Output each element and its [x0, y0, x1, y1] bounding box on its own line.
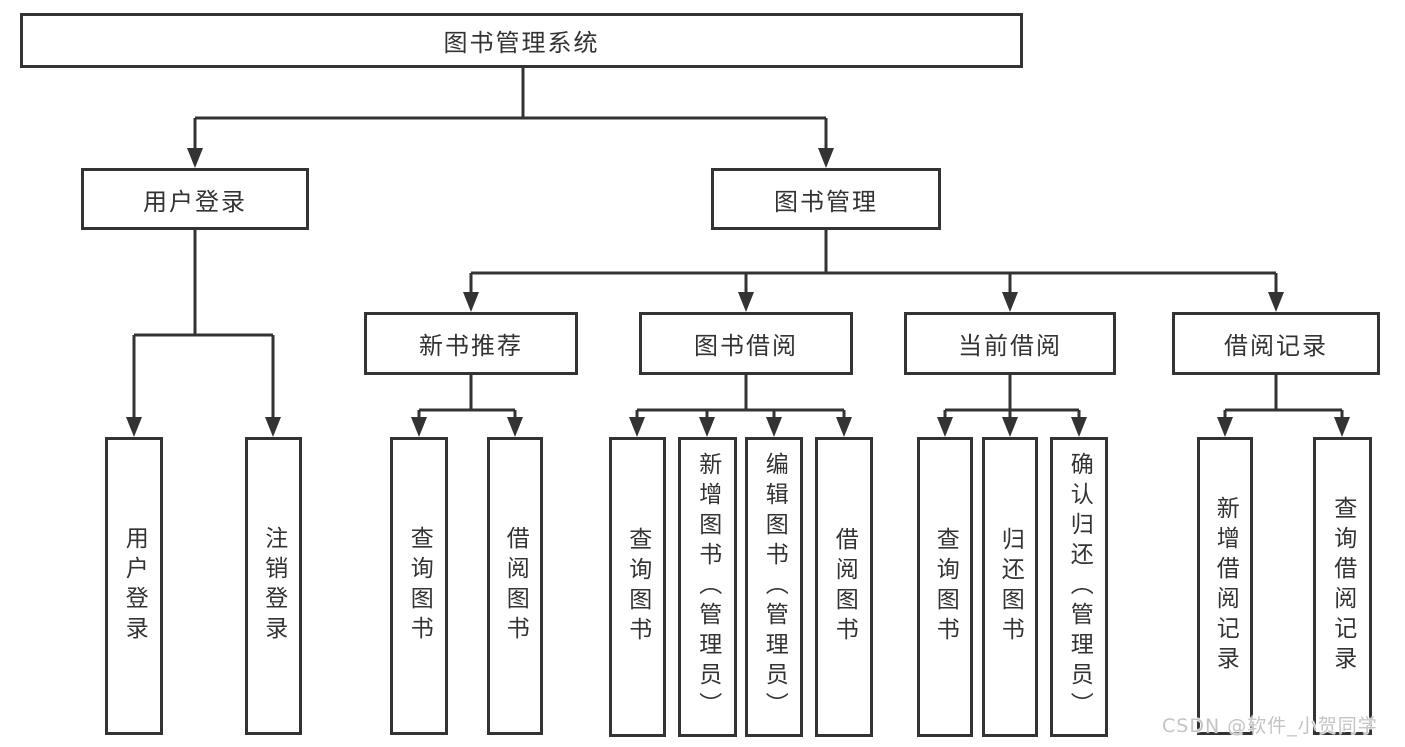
- arrowhead-icon: [766, 417, 782, 437]
- node-leaf-query-books-2: 查询图书: [609, 437, 666, 737]
- node-leaf-query-borrow-record: 查询借阅记录: [1313, 437, 1372, 735]
- arrowhead-icon: [738, 292, 754, 312]
- node-leaf-user-login-label: 用户登录: [121, 526, 148, 646]
- node-leaf-query-borrow-record-label: 查询借阅记录: [1329, 496, 1356, 676]
- node-root: 图书管理系统: [20, 13, 1023, 68]
- node-current-borrow-label: 当前借阅: [958, 332, 1062, 360]
- node-new-books: 新书推荐: [364, 312, 578, 375]
- arrowhead-icon: [1002, 417, 1018, 437]
- node-borrow-records: 借阅记录: [1172, 312, 1380, 375]
- connector-book-mgmt-children: [463, 230, 1284, 312]
- csdn-watermark: CSDN @软件_小贺同学: [1162, 715, 1378, 737]
- node-leaf-query-books-3: 查询图书: [917, 437, 973, 737]
- node-leaf-logout: 注销登录: [245, 437, 302, 735]
- arrowhead-icon: [463, 292, 479, 312]
- arrowhead-icon: [507, 417, 523, 437]
- node-user-login: 用户登录: [81, 168, 309, 230]
- arrowhead-icon: [1334, 417, 1350, 437]
- connector-book-borrow-children: [629, 375, 852, 437]
- arrowhead-icon: [1071, 417, 1087, 437]
- node-leaf-edit-book-admin-label: 编辑图书（管理员）: [761, 452, 788, 722]
- node-leaf-query-books-3-label: 查询图书: [932, 527, 959, 647]
- node-leaf-confirm-return-admin: 确认归还（管理员）: [1050, 437, 1108, 737]
- arrowhead-icon: [699, 417, 715, 437]
- node-leaf-query-books-1-label: 查询图书: [406, 526, 433, 646]
- node-book-mgmt-label: 图书管理: [774, 187, 878, 216]
- arrowhead-icon: [1268, 292, 1284, 312]
- connector-root-to-branches: [187, 68, 834, 168]
- connector-borrow-records-children: [1217, 375, 1350, 437]
- node-leaf-query-books-1: 查询图书: [390, 437, 448, 735]
- node-user-login-label: 用户登录: [143, 187, 247, 216]
- connector-new-books-children: [411, 375, 523, 437]
- node-leaf-confirm-return-admin-label: 确认归还（管理员）: [1066, 452, 1093, 722]
- node-leaf-add-borrow-record: 新增借阅记录: [1197, 437, 1253, 735]
- node-leaf-add-borrow-record-label: 新增借阅记录: [1212, 496, 1239, 676]
- node-leaf-borrow-books-1: 借阅图书: [487, 437, 543, 735]
- arrowhead-icon: [126, 417, 142, 437]
- arrowhead-icon: [1217, 417, 1233, 437]
- node-book-borrow: 图书借阅: [639, 312, 853, 375]
- arrowhead-icon: [1002, 292, 1018, 312]
- node-leaf-return-book: 归还图书: [982, 437, 1038, 737]
- node-book-mgmt: 图书管理: [711, 168, 941, 230]
- node-leaf-borrow-books-2: 借阅图书: [815, 437, 873, 737]
- node-leaf-edit-book-admin: 编辑图书（管理员）: [745, 437, 803, 737]
- connector-current-borrow-children: [937, 375, 1087, 437]
- node-leaf-user-login: 用户登录: [105, 437, 163, 735]
- node-leaf-add-book-admin-label: 新增图书（管理员）: [694, 452, 721, 722]
- connector-user-login-children: [126, 230, 281, 437]
- node-new-books-label: 新书推荐: [419, 332, 523, 360]
- node-leaf-logout-label: 注销登录: [260, 526, 287, 646]
- node-leaf-add-book-admin: 新增图书（管理员）: [678, 437, 737, 737]
- node-leaf-borrow-books-1-label: 借阅图书: [502, 526, 529, 646]
- arrowhead-icon: [265, 417, 281, 437]
- arrowhead-icon: [411, 417, 427, 437]
- node-book-borrow-label: 图书借阅: [694, 332, 798, 360]
- node-root-label: 图书管理系统: [443, 29, 600, 57]
- node-leaf-return-book-label: 归还图书: [997, 527, 1024, 647]
- arrowhead-icon: [187, 148, 203, 168]
- arrowhead-icon: [836, 417, 852, 437]
- node-borrow-records-label: 借阅记录: [1224, 332, 1328, 360]
- arrowhead-icon: [629, 417, 645, 437]
- node-leaf-query-books-2-label: 查询图书: [624, 527, 651, 647]
- node-current-borrow: 当前借阅: [904, 312, 1116, 375]
- arrowhead-icon: [937, 417, 953, 437]
- node-leaf-borrow-books-2-label: 借阅图书: [831, 527, 858, 647]
- arrowhead-icon: [818, 148, 834, 168]
